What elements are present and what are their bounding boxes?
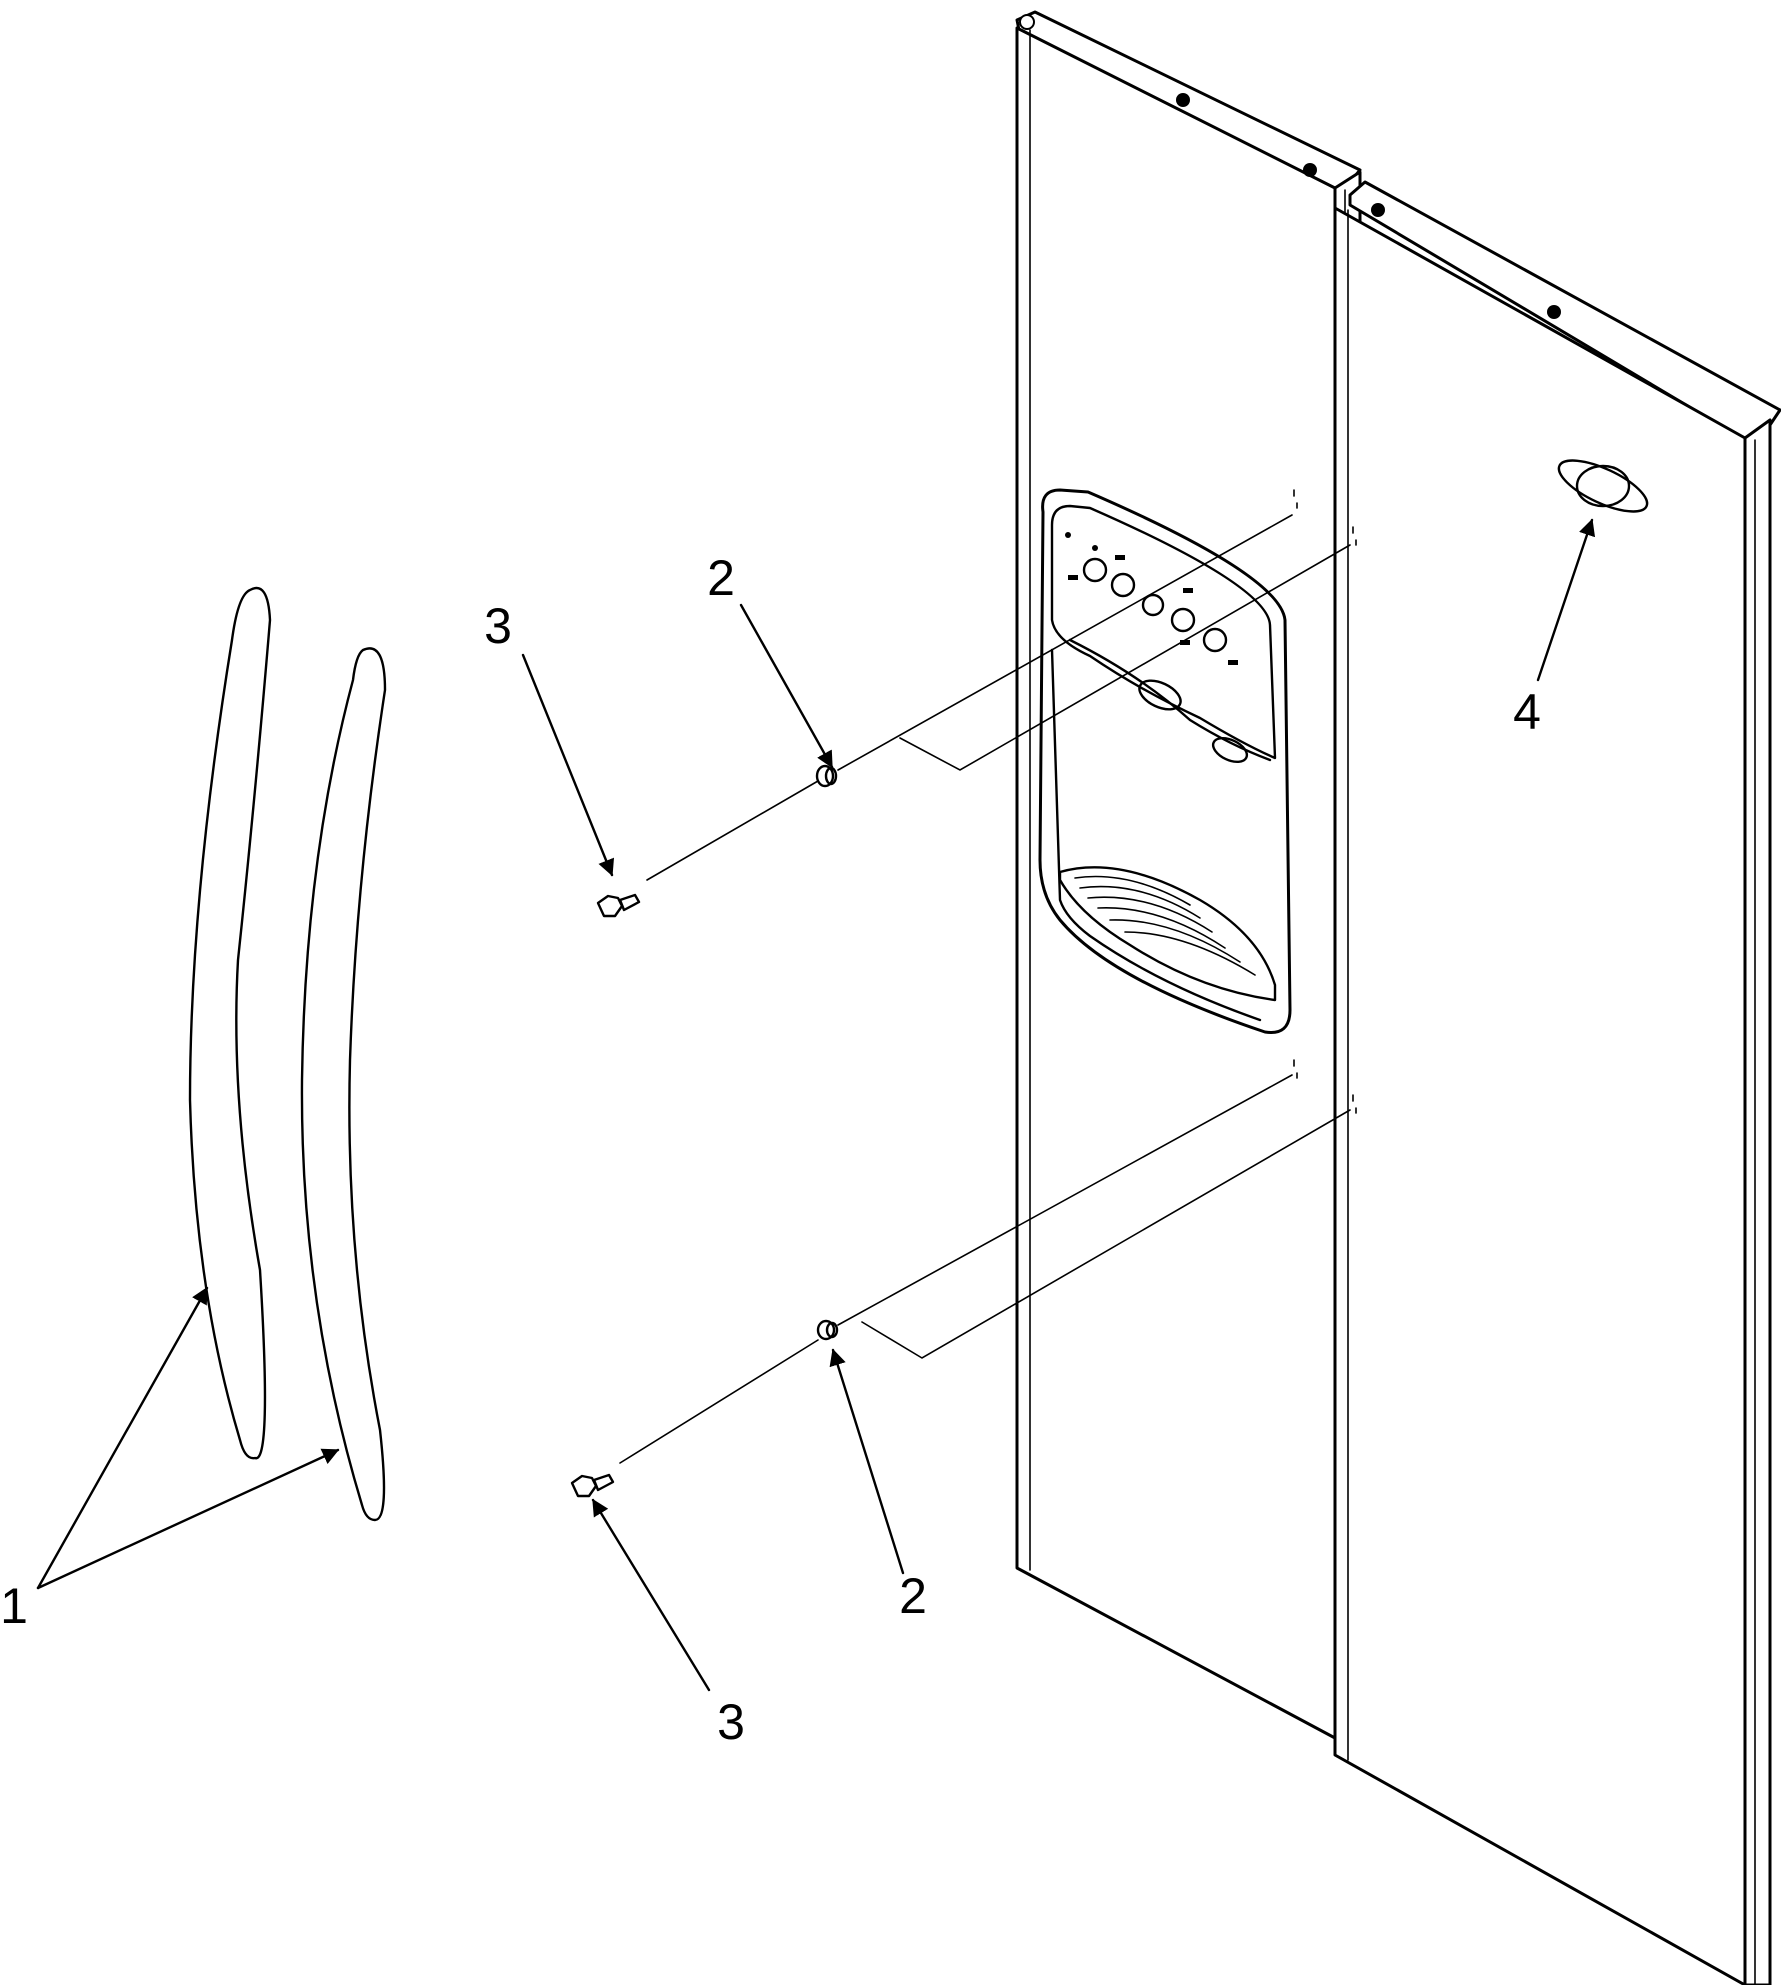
arrow-icon	[521, 653, 615, 877]
bushing-icon	[815, 764, 838, 788]
bushing-icon	[816, 1319, 839, 1341]
dispenser-housing	[1038, 488, 1292, 1035]
lower-hardware	[570, 1059, 1357, 1498]
screw-icon	[596, 894, 624, 918]
arrow-icon	[36, 1286, 209, 1590]
callout-label-3-lower: 3	[717, 1694, 745, 1750]
callout-label-1: 1	[0, 1578, 28, 1634]
callout-label-2-upper: 2	[707, 550, 735, 606]
callout-label-3-upper: 3	[484, 598, 512, 654]
logo-badge	[1557, 459, 1649, 513]
hinge-hole-icon	[1547, 305, 1561, 319]
callout-label-4: 4	[1513, 684, 1541, 740]
hinge-hole-icon	[1303, 163, 1317, 177]
arrow-icon	[739, 603, 834, 769]
hinge-hole-icon	[1176, 93, 1190, 107]
arrow-icon	[1536, 518, 1596, 682]
arrow-icon	[36, 1448, 340, 1590]
drip-tray	[1058, 866, 1277, 1002]
hinge-hole-icon	[1371, 203, 1385, 217]
door-handles	[188, 586, 387, 1522]
right-door	[1333, 180, 1781, 1985]
dispenser-buttons	[1065, 532, 1238, 665]
arrow-icon	[829, 1348, 905, 1575]
screw-icon	[570, 1474, 598, 1498]
arrow-icon	[591, 1498, 711, 1692]
upper-hardware	[596, 489, 1357, 918]
callout-arrows	[36, 518, 1596, 1692]
callout-label-2-lower: 2	[899, 1568, 927, 1624]
